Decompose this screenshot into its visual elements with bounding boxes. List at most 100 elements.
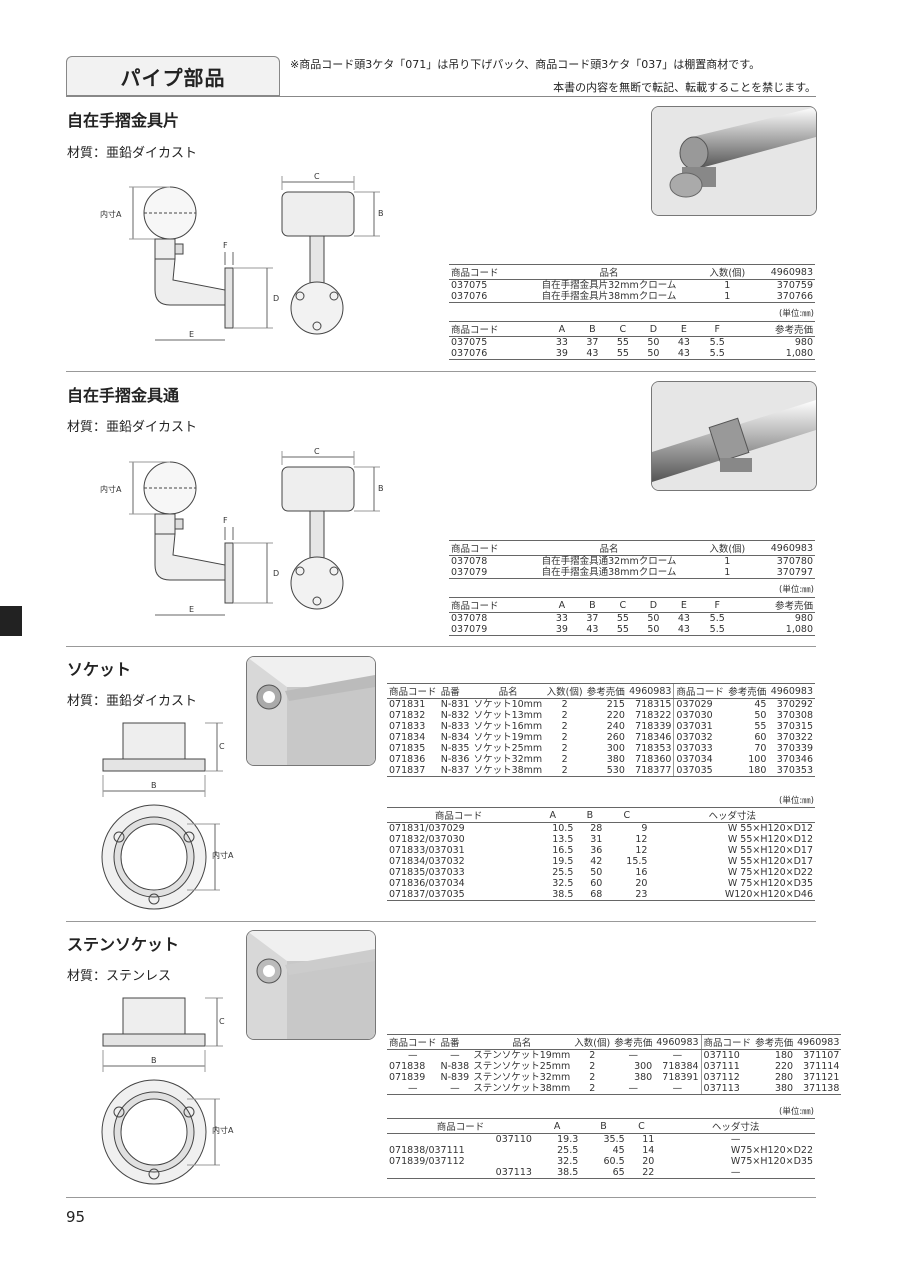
col-header: 参考売価 (726, 683, 769, 699)
cell: 60 (590, 878, 603, 889)
category-title-box: パイプ部品 (66, 56, 280, 96)
cell: 33 (555, 613, 568, 624)
table-row: 037076 39 43 55 50 43 5.5 1,080 (449, 348, 815, 360)
cell: 718315 (635, 699, 672, 710)
cell: 36 (590, 845, 603, 856)
cell: 718322 (635, 710, 672, 721)
cell: 215 (606, 699, 625, 710)
col-header: 商品コード (387, 807, 531, 823)
cell: W 55×H120×D12 (727, 823, 813, 834)
cell: 370353 (768, 765, 815, 777)
cell: 32.5 (557, 1156, 579, 1167)
cell: 037035 (673, 765, 727, 777)
cell: 180 (726, 765, 769, 777)
col-header: 商品コード (387, 1118, 534, 1134)
cell: 20 (635, 878, 648, 889)
cell: 2 (561, 743, 568, 754)
cell: 11 (642, 1134, 655, 1145)
cell: 071832/037030 (389, 834, 465, 845)
category-title: パイプ部品 (120, 65, 226, 90)
cell: 037113 (387, 1167, 534, 1179)
cell: 037030 (673, 710, 727, 721)
col-header: F (699, 321, 736, 337)
cell: 35.5 (603, 1134, 625, 1145)
cell: 19.5 (552, 856, 574, 867)
product-photo (246, 656, 376, 766)
cell: 10.5 (552, 823, 574, 834)
cell: ステンソケット19mm (473, 1050, 571, 1061)
cell: 370339 (776, 743, 813, 754)
dim-label-inner-a: 内寸A (212, 1125, 234, 1135)
cell: 037110 (700, 1049, 754, 1061)
cell: 071835 (389, 743, 426, 754)
cell: 071836/037034 (389, 878, 465, 889)
cell: 15.5 (626, 856, 648, 867)
cell: 43 (577, 624, 608, 636)
cell: W 55×H120×D12 (727, 834, 813, 845)
cell: 23 (604, 889, 650, 901)
table-header-row: 商品コード A B C ヘッダ寸法 (387, 1118, 815, 1134)
col-header: 商品コード (449, 264, 518, 280)
cell: 718339 (635, 721, 672, 732)
cell: 071835/037033 (389, 867, 465, 878)
cell: 2 (589, 1050, 596, 1061)
cell: 自在手摺金具片32mmクローム (541, 280, 677, 291)
dim-label-d: D (273, 294, 279, 303)
dim-label-inner-a: 内寸A (100, 209, 122, 219)
cell: 037110 (495, 1134, 532, 1145)
cell: 071836 (389, 754, 426, 765)
cell: 55 (607, 624, 639, 636)
cell: — (654, 1083, 702, 1095)
table-header-row: 商品コード A B C D E F 参考売価 (449, 597, 815, 613)
cell: 100 (748, 754, 767, 765)
col-header: 4960983 (626, 683, 674, 699)
bracket-front-drawing: C B (281, 447, 384, 610)
cell: N-833 (440, 721, 470, 732)
cell: 60.5 (603, 1156, 625, 1167)
col-header: 商品コード (449, 321, 547, 337)
cell: 071834 (389, 732, 426, 743)
cell: 037033 (673, 743, 727, 754)
side-index-tab (0, 606, 22, 636)
col-header: 参考売価 (753, 1034, 796, 1050)
cell: 718377 (626, 765, 674, 777)
cell: 037034 (673, 754, 727, 765)
col-header: 商品コード (700, 1034, 754, 1050)
cell: 60 (754, 732, 767, 743)
cell: 260 (606, 732, 625, 743)
cell: 037032 (673, 732, 727, 743)
cell: 55 (616, 613, 629, 624)
cell: 071831 (389, 699, 426, 710)
cell: 380 (606, 754, 625, 765)
cell: 370780 (776, 556, 813, 567)
cell: 980 (794, 613, 813, 624)
col-header: A (533, 1118, 581, 1134)
bracket-front-drawing: C B (281, 172, 384, 335)
col-header: 品番 (438, 683, 472, 699)
cell: 037079 (449, 567, 518, 579)
cell: 370346 (776, 754, 813, 765)
dim-label-c: C (314, 447, 320, 456)
cell: 2 (589, 1061, 596, 1072)
cell: ステンソケット32mm (473, 1072, 571, 1083)
product-photo (246, 930, 376, 1040)
section-material: 材質：亜鉛ダイカスト (67, 694, 198, 709)
cell: ステンソケット38mm (471, 1083, 573, 1095)
col-header: A (546, 597, 578, 613)
cell: 68 (575, 889, 605, 901)
cell: 071832 (389, 710, 426, 721)
col-header: 入数(個) (700, 264, 754, 280)
cell: 22 (626, 1167, 657, 1179)
col-header: B (580, 1118, 627, 1134)
cell: 380 (753, 1083, 796, 1095)
cell: 037075 (451, 337, 488, 348)
header-note-copyright: 本書の内容を無断で転記、転載することを禁じます。 (553, 81, 816, 94)
cell: 14 (642, 1145, 655, 1156)
dim-label-f: F (223, 241, 228, 250)
cell: ソケット13mm (473, 710, 543, 721)
cell: 2 (561, 699, 568, 710)
